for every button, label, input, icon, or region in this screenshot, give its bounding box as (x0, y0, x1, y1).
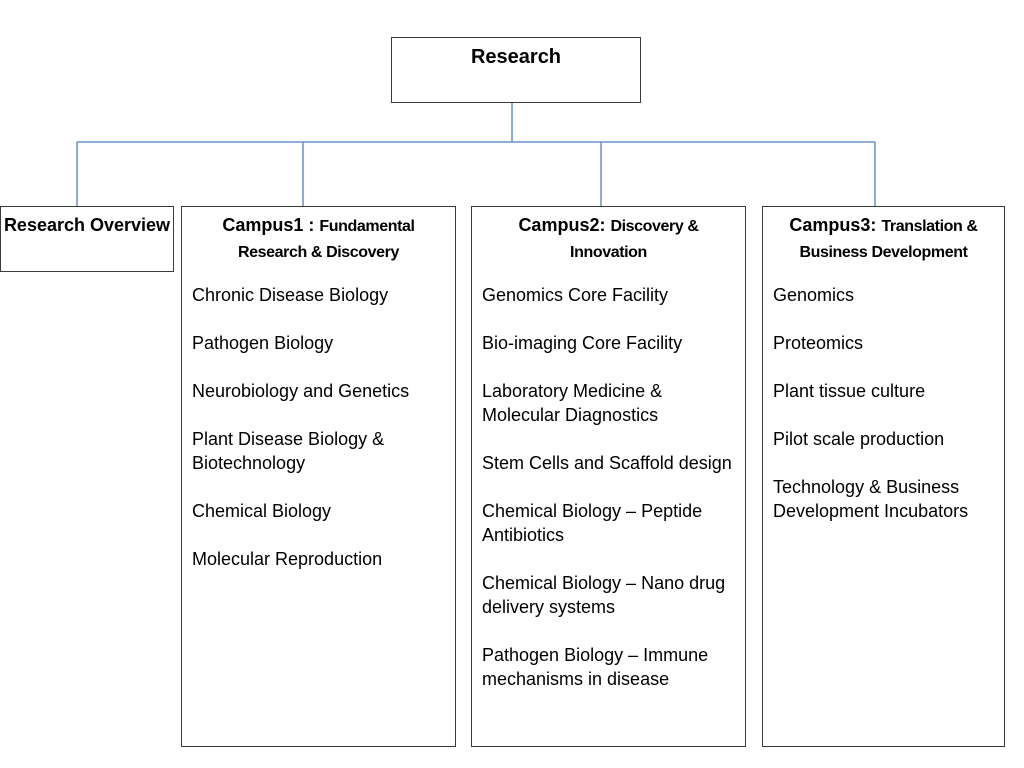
list-item: Chemical Biology (192, 501, 332, 521)
campus1-list: Chronic Disease Biology Pathogen Biology… (182, 283, 455, 571)
campus1-lead: Campus1 : (222, 215, 320, 235)
node-campus3: Campus3: Translation & Business Developm… (762, 206, 1005, 747)
list-item: Chronic Disease Biology (192, 285, 389, 305)
list-item: Bio-imaging Core Facility (482, 333, 683, 353)
campus2-lead: Campus2: (518, 215, 611, 235)
list-item: Genomics Core Facility (482, 285, 669, 305)
root-title: Research (470, 46, 562, 68)
campus3-lead: Campus3: (789, 215, 882, 235)
node-campus1: Campus1 : Fundamental Research & Discove… (181, 206, 456, 747)
list-item: Technology & Business Development Incuba… (773, 477, 969, 521)
list-item: Stem Cells and Scaffold design (482, 453, 732, 473)
list-item: Pathogen Biology (192, 333, 334, 353)
list-item: Proteomics (773, 333, 864, 353)
list-item: Plant Disease Biology & Biotechnology (192, 429, 385, 473)
list-item: Molecular Reproduction (192, 549, 383, 569)
list-item: Neurobiology and Genetics (192, 381, 410, 401)
campus1-heading: Campus1 : Fundamental Research & Discove… (182, 207, 455, 265)
root-node-research: Research (391, 37, 641, 103)
list-item: Plant tissue culture (773, 381, 926, 401)
list-item: Laboratory Medicine & Molecular Diagnost… (482, 381, 663, 425)
campus2-list: Genomics Core Facility Bio-imaging Core … (472, 283, 745, 691)
list-item: Pathogen Biology – Immune mechanisms in … (482, 645, 709, 689)
campus3-list: Genomics Proteomics Plant tissue culture… (763, 283, 1004, 523)
list-item: Chemical Biology – Nano drug delivery sy… (482, 573, 726, 617)
node-campus2: Campus2: Discovery & Innovation Genomics… (471, 206, 746, 747)
list-item: Pilot scale production (773, 429, 945, 449)
list-item: Chemical Biology – Peptide Antibiotics (482, 501, 703, 545)
node-research-overview: Research Overview (0, 206, 174, 272)
list-item: Genomics (773, 285, 855, 305)
campus3-heading: Campus3: Translation & Business Developm… (763, 207, 1004, 265)
overview-title: Research Overview (3, 215, 171, 235)
campus1-subtitle: Fundamental Research & Discovery (238, 218, 415, 261)
campus2-heading: Campus2: Discovery & Innovation (472, 207, 745, 265)
campus2-subtitle: Discovery & Innovation (570, 218, 699, 261)
campus3-subtitle: Translation & Business Development (799, 218, 978, 261)
